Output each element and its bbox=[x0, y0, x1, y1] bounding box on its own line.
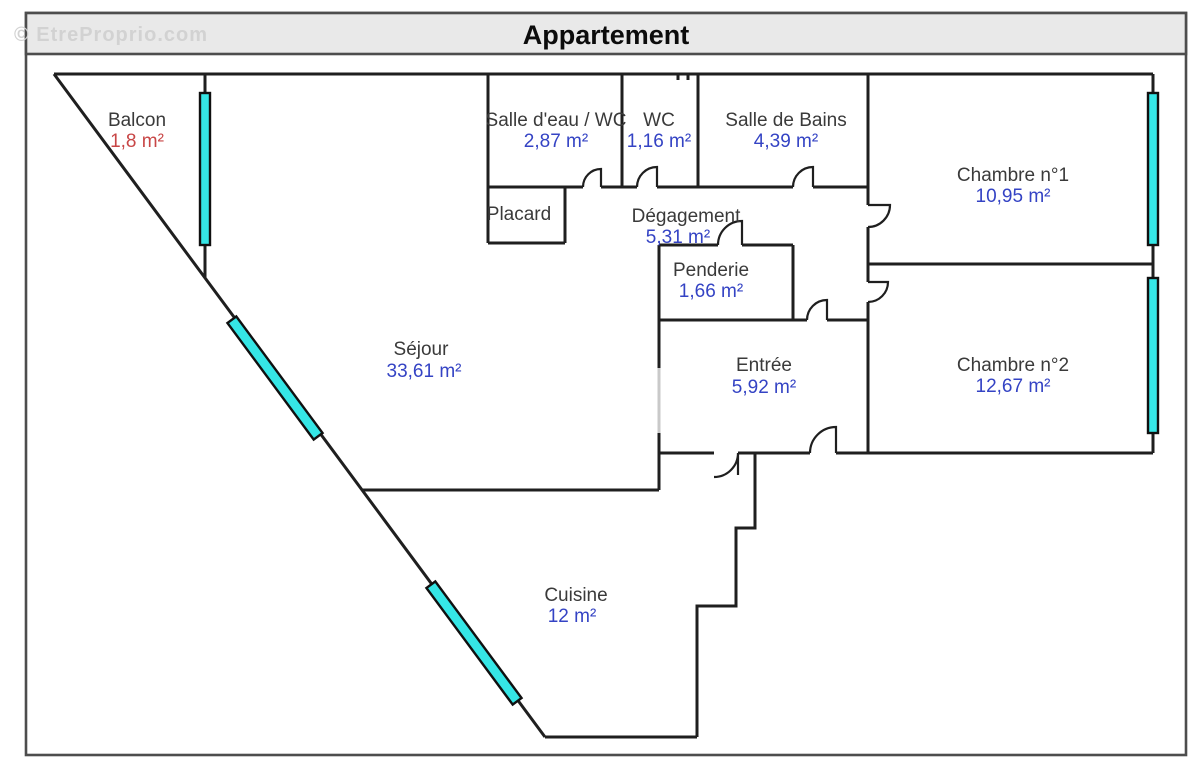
room-area-cuisine: 12 m² bbox=[548, 606, 597, 627]
room-label-entree: Entrée bbox=[736, 355, 792, 376]
plan-title: Appartement bbox=[523, 20, 690, 50]
room-label-salle-deau-wc: Salle d'eau / WC bbox=[486, 110, 627, 131]
watermark-text: © EtreProprio.com bbox=[14, 24, 208, 46]
room-area-penderie: 1,66 m² bbox=[679, 281, 743, 302]
room-label-sejour: Séjour bbox=[394, 339, 450, 360]
window-chambre-1 bbox=[1146, 91, 1160, 247]
room-area-entree: 5,92 m² bbox=[732, 377, 796, 398]
title-bar bbox=[24, 11, 1188, 56]
room-label-cuisine: Cuisine bbox=[544, 585, 607, 606]
room-label-wc: WC bbox=[643, 110, 675, 131]
window-cuisine-diagonal bbox=[424, 579, 524, 707]
room-label-degagement: Dégagement bbox=[632, 206, 742, 227]
door-arcs bbox=[581, 165, 892, 479]
window-sejour-diagonal bbox=[225, 314, 325, 442]
room-area-salle-deau-wc: 2,87 m² bbox=[524, 131, 588, 152]
room-area-balcon: 1,8 m² bbox=[110, 131, 164, 152]
room-area-sejour: 33,61 m² bbox=[387, 361, 462, 382]
room-label-balcon: Balcon bbox=[108, 110, 166, 131]
window-chambre-2 bbox=[1146, 276, 1160, 435]
room-area-chambre-1: 10,95 m² bbox=[976, 186, 1051, 207]
room-area-degagement: 5,31 m² bbox=[646, 227, 710, 248]
room-label-placard: Placard bbox=[487, 204, 551, 225]
room-label-salle-de-bains: Salle de Bains bbox=[725, 110, 846, 131]
room-label-chambre-2: Chambre n°2 bbox=[957, 355, 1069, 376]
room-area-salle-de-bains: 4,39 m² bbox=[754, 131, 818, 152]
room-labels: Balcon 1,8 m² Salle d'eau / WC 2,87 m² W… bbox=[108, 110, 1069, 627]
room-label-penderie: Penderie bbox=[673, 260, 749, 281]
room-label-chambre-1: Chambre n°1 bbox=[957, 165, 1069, 186]
window-balcon bbox=[198, 91, 212, 247]
walls bbox=[52, 72, 1155, 739]
room-area-chambre-2: 12,67 m² bbox=[976, 376, 1051, 397]
room-area-wc: 1,16 m² bbox=[627, 131, 691, 152]
